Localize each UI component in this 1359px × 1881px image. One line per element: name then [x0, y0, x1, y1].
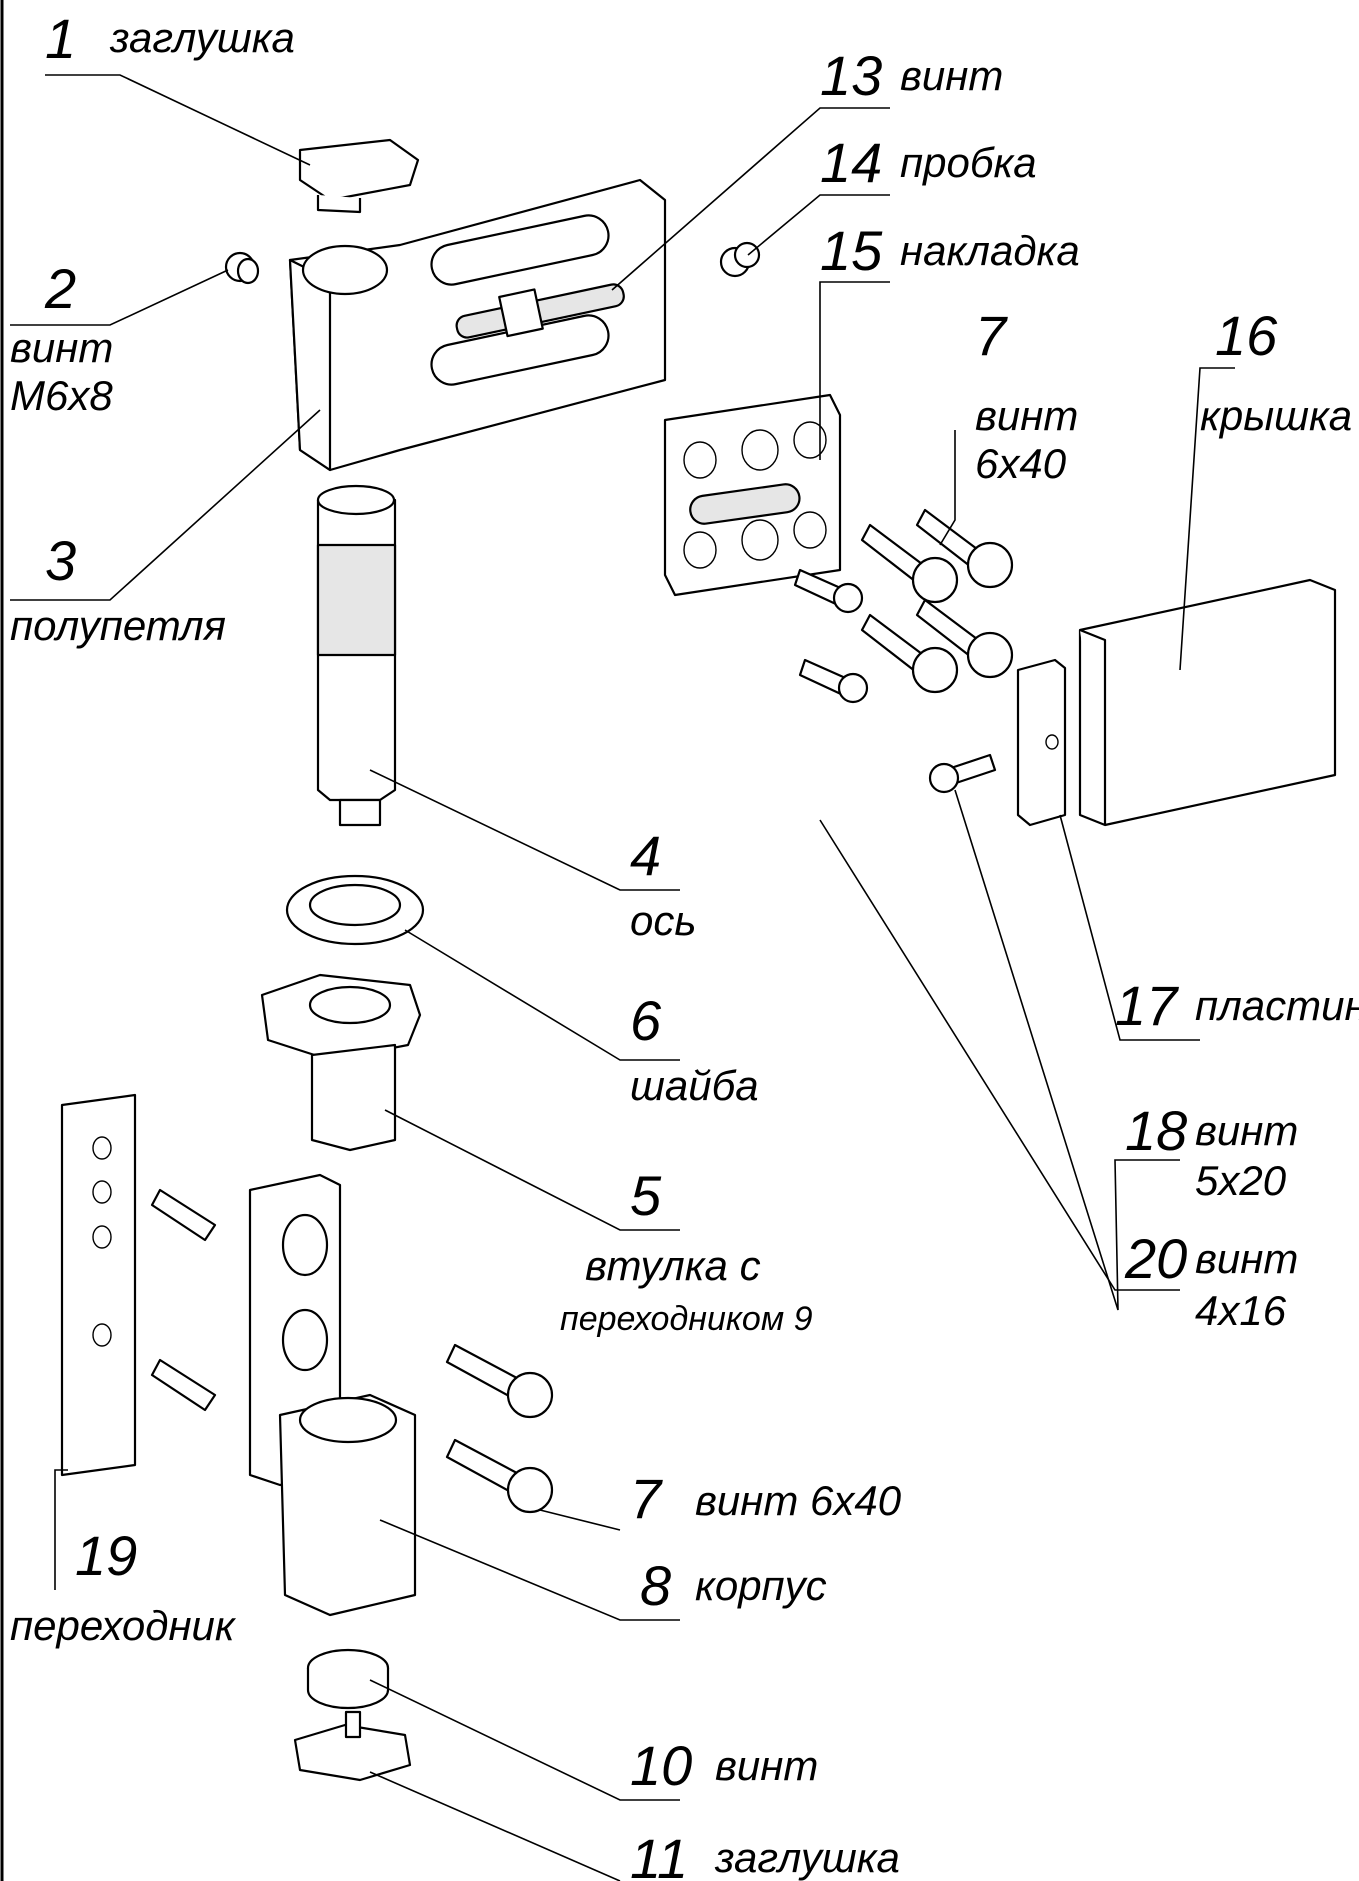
label-7a-name: винт	[975, 392, 1078, 439]
part-17-plate	[1016, 658, 1067, 827]
label-16-number: 16	[1215, 304, 1278, 367]
label-part-15: 15 накладка	[820, 219, 1080, 282]
label-part-5: 5 втулка с переходником 9	[560, 1164, 813, 1338]
label-part-8: 8 корпус	[640, 1554, 827, 1617]
label-8-name: корпус	[695, 1562, 827, 1609]
label-6-name: шайба	[630, 1062, 759, 1109]
label-11-number: 11	[630, 1827, 688, 1881]
label-part-10: 10 винт	[630, 1734, 818, 1797]
label-18-size: 5x20	[1195, 1157, 1287, 1204]
label-13-name: винт	[900, 52, 1003, 99]
label-15-name: накладка	[900, 227, 1080, 274]
part-15-cover-plate	[663, 393, 842, 597]
leader-lines	[10, 74, 1235, 1881]
part-5-bushing	[260, 973, 422, 1152]
label-4-name: ось	[630, 897, 696, 944]
label-part-3: 3 полупетля	[10, 529, 226, 649]
label-20-number: 20	[1124, 1227, 1187, 1290]
label-5-name-line2: переходником 9	[560, 1300, 813, 1338]
label-7b-number: 7	[630, 1467, 663, 1530]
part-16-cover	[1078, 578, 1337, 827]
label-1-number: 1	[45, 7, 76, 70]
part-1-cap	[298, 138, 420, 214]
part-8-body	[248, 1173, 417, 1617]
label-part-17: 17 пластина	[1115, 974, 1359, 1037]
part-2-screw	[224, 251, 260, 285]
part-6-washer	[285, 874, 425, 946]
label-13-number: 13	[820, 44, 882, 107]
label-part-6: 6 шайба	[630, 989, 759, 1109]
label-1-name: заглушка	[109, 14, 295, 61]
label-part-11: 11 заглушка	[630, 1827, 900, 1881]
part-3-half-hinge	[288, 178, 667, 472]
label-part-20: 20 винт 4x16	[1124, 1227, 1298, 1334]
part-7-screws-lower	[445, 1343, 554, 1514]
label-part-7-upper: 7 винт 6x40	[975, 304, 1078, 487]
label-11-name: заглушка	[714, 1834, 900, 1881]
part-19-adapter-strip	[60, 1093, 137, 1477]
label-2-number: 2	[44, 257, 76, 320]
part-14-plug	[719, 241, 761, 278]
label-part-14: 14 пробка	[820, 131, 1037, 194]
label-part-16: 16 крышка	[1200, 304, 1352, 439]
label-part-2: 2 винт M6x8	[10, 257, 113, 419]
label-18-number: 18	[1125, 1099, 1187, 1162]
label-14-name: пробка	[900, 139, 1037, 186]
label-7b-name: винт 6x40	[695, 1477, 902, 1524]
label-3-number: 3	[45, 529, 76, 592]
label-part-7-lower: 7 винт 6x40	[630, 1467, 902, 1530]
label-10-number: 10	[630, 1734, 692, 1797]
label-14-number: 14	[820, 131, 882, 194]
part-7-screws-upper	[860, 508, 1014, 694]
label-part-19: 19 переходник	[10, 1524, 237, 1649]
label-3-name: полупетля	[10, 602, 226, 649]
part-11-bottom-cap	[293, 1710, 412, 1782]
label-10-name: винт	[715, 1742, 818, 1789]
label-19-number: 19	[75, 1524, 137, 1587]
label-4-number: 4	[630, 824, 661, 887]
label-part-18: 18 винт 5x20	[1125, 1099, 1298, 1204]
label-7a-size: 6x40	[975, 440, 1067, 487]
part-18-20-small-screws	[793, 568, 997, 794]
part-19-pins	[150, 1188, 217, 1412]
label-8-number: 8	[640, 1554, 671, 1617]
label-20-name: винт	[1195, 1235, 1298, 1282]
label-2-size: M6x8	[10, 372, 113, 419]
label-7a-number: 7	[975, 304, 1008, 367]
label-18-name: винт	[1195, 1107, 1298, 1154]
label-16-name: крышка	[1200, 392, 1352, 439]
label-part-4: 4 ось	[630, 824, 696, 944]
label-20-size: 4x16	[1195, 1287, 1287, 1334]
label-5-name: втулка с	[585, 1242, 761, 1289]
label-5-number: 5	[630, 1164, 662, 1227]
part-4-axle	[316, 484, 397, 827]
label-2-name: винт	[10, 324, 113, 371]
label-15-number: 15	[820, 219, 883, 282]
label-part-13: 13 винт	[820, 44, 1003, 107]
label-19-name: переходник	[10, 1602, 237, 1649]
label-17-name: пластина	[1195, 982, 1359, 1029]
label-part-1: 1 заглушка	[45, 7, 295, 70]
part-10-disc-screw	[306, 1648, 390, 1710]
label-17-number: 17	[1115, 974, 1179, 1037]
label-6-number: 6	[630, 989, 662, 1052]
